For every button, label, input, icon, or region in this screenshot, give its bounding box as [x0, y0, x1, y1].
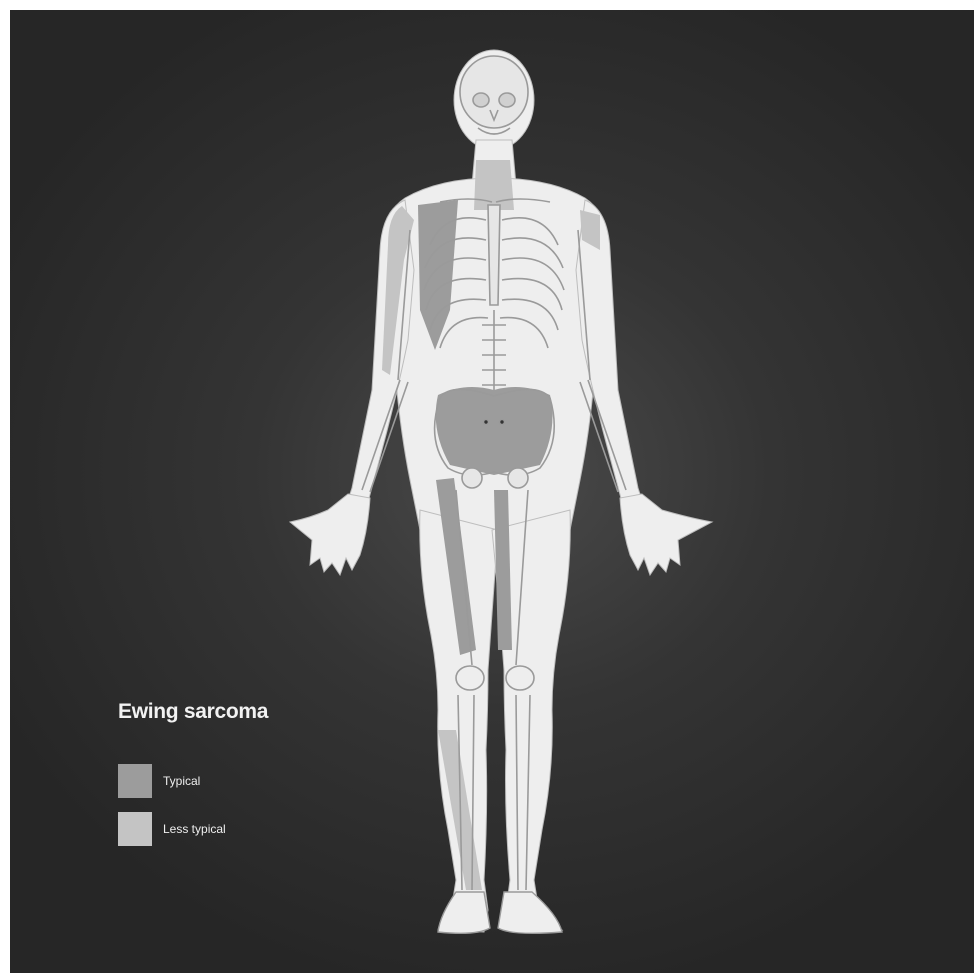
legend-title: Ewing sarcoma — [118, 700, 268, 724]
legend-swatch-typical — [118, 764, 152, 798]
feet — [438, 892, 562, 933]
legend: Ewing sarcoma Typical Less typical — [118, 700, 268, 860]
legend-swatch-less-typical — [118, 812, 152, 846]
legend-label-typical: Typical — [163, 774, 200, 788]
legend-label-less-typical: Less typical — [163, 822, 226, 836]
legend-item-less-typical: Less typical — [118, 812, 268, 846]
anatomy-figure: Ewing sarcoma Typical Less typical — [10, 10, 974, 973]
legend-item-typical: Typical — [118, 764, 268, 798]
